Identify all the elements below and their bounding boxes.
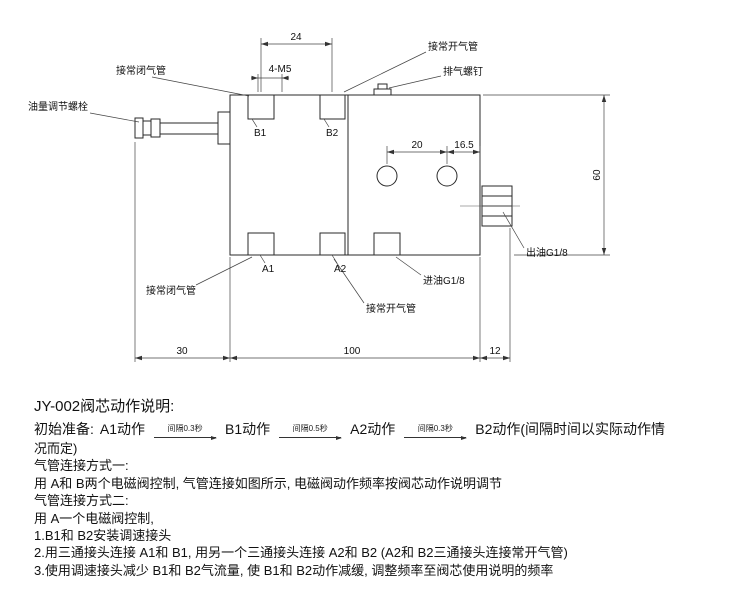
- interval-2: 间隔0.5秒: [279, 423, 343, 440]
- dim-100-label: 100: [344, 346, 361, 357]
- leader-oil-inlet: [395, 256, 422, 276]
- prep-wrap-line: 况而定): [34, 441, 78, 456]
- leader-oil-adjust: [89, 112, 140, 123]
- label-oil-outlet: 出油G1/8: [526, 246, 568, 259]
- drawing-texts: 24 4-M5 20 16.5 60 30 100 12 油量调节螺栓 接常闭气…: [28, 32, 603, 357]
- port-b1: [247, 94, 275, 120]
- leader-b2: [323, 118, 330, 128]
- interval-3: 间隔0.3秒: [404, 423, 468, 440]
- valve-body: [134, 83, 513, 256]
- label-exhaust-screw: 排气螺钉: [443, 65, 483, 78]
- label-no-pipe-top: 接常开气管: [428, 40, 478, 53]
- adjust-bolt-head: [134, 117, 144, 139]
- dim-24-lines: [260, 38, 333, 92]
- dim-20-165-lines: [386, 146, 481, 170]
- label-no-pipe-bottom: 接常开气管: [366, 302, 416, 315]
- right-arrow-icon: [404, 433, 468, 440]
- label-nc-pipe-bottom: 接常闭气管: [146, 284, 196, 297]
- leader-no-bottom: [333, 258, 365, 304]
- mount-hole-right: [436, 165, 458, 187]
- desc-line-method1-title: 气管连接方式一:: [34, 458, 129, 474]
- adjust-rod: [159, 122, 219, 135]
- prep-sequence: 初始准备: A1动作 间隔0.3秒 B1动作 间隔0.5秒 A2动作 间隔0.3…: [34, 419, 746, 440]
- adjust-flange: [217, 111, 231, 145]
- dim-4m5-lines: [251, 74, 289, 92]
- desc-line-step3: 3.使用调速接头减少 B1和 B2气流量, 使 B1和 B2动作减缓, 调整频率…: [34, 562, 554, 578]
- dim-12-label: 12: [489, 346, 501, 357]
- oil-inlet-port: [373, 232, 401, 256]
- action-b1: B1动作: [225, 421, 271, 437]
- interval-2-label: 间隔0.5秒: [292, 423, 328, 433]
- dim-bottom-lines: [134, 142, 511, 362]
- technical-drawing: 24 4-M5 20 16.5 60 30 100 12 油量调节螺栓 接常闭气…: [28, 32, 610, 362]
- dim-60-label: 60: [592, 169, 603, 181]
- action-b2: B2动作(间隔时间以实际动作情: [475, 421, 666, 437]
- leader-a1: [259, 254, 266, 264]
- prep-label: 初始准备:: [34, 421, 94, 437]
- dim-30-label: 30: [176, 346, 188, 357]
- action-description: JY-002阀芯动作说明: 初始准备: A1动作 间隔0.3秒 B1动作 间隔0…: [34, 397, 746, 579]
- oil-adjust-assembly: [134, 111, 231, 145]
- interval-1-label: 间隔0.3秒: [167, 423, 203, 433]
- adjust-bolt-nut: [150, 118, 161, 138]
- port-a2: [319, 232, 346, 256]
- leader-no-top: [343, 51, 427, 93]
- mount-hole-left: [376, 165, 398, 187]
- dim-24-label: 24: [290, 32, 302, 43]
- dim-60-lines: [483, 94, 610, 256]
- right-arrow-icon: [154, 433, 218, 440]
- dimension-arrows: [135, 41, 607, 361]
- label-port-a1: A1: [262, 264, 275, 275]
- desc-line-method2-title: 气管连接方式二:: [34, 493, 129, 509]
- desc-line-method2-body: 用 A一个电磁阀控制,: [34, 510, 154, 526]
- right-arrow-icon: [279, 433, 343, 440]
- label-port-b2: B2: [326, 128, 339, 139]
- exhaust-screw-base: [373, 88, 392, 96]
- leader-lines: [89, 51, 525, 304]
- port-a1: [247, 232, 275, 256]
- label-oil-adjust-bolt: 油量调节螺栓: [28, 100, 88, 113]
- action-a1: A1动作: [99, 421, 146, 437]
- dim-4m5-label: 4-M5: [269, 64, 292, 75]
- description-title: JY-002阀芯动作说明:: [34, 398, 175, 415]
- dim-20-label: 20: [411, 140, 423, 151]
- dim-165-label: 16.5: [454, 140, 474, 151]
- label-nc-pipe-top: 接常闭气管: [116, 64, 166, 77]
- adjust-bolt-washer: [142, 120, 152, 136]
- exhaust-screw-top: [377, 83, 388, 90]
- leader-oil-outlet: [502, 211, 525, 249]
- desc-line-step1: 1.B1和 B2安装调速接头: [34, 528, 172, 544]
- label-port-b1: B1: [254, 128, 267, 139]
- leader-b1: [251, 118, 258, 128]
- interval-3-label: 间隔0.3秒: [417, 423, 453, 433]
- leader-exhaust: [388, 75, 442, 89]
- action-a2: A2动作: [350, 421, 396, 437]
- port-b2: [319, 94, 346, 120]
- interval-1: 间隔0.3秒: [154, 423, 218, 440]
- desc-line-step2: 2.用三通接头连接 A1和 B1, 用另一个三通接头连接 A2和 B2 (A2和…: [34, 545, 568, 561]
- leader-nc-bottom: [195, 256, 253, 286]
- label-port-a2: A2: [334, 264, 347, 275]
- desc-line-method1-body: 用 A和 B两个电磁阀控制, 气管连接如图所示, 电磁阀动作频率按阀芯动作说明调…: [34, 475, 503, 491]
- label-oil-inlet: 进油G1/8: [423, 274, 465, 287]
- valve-body-outline: [229, 94, 481, 256]
- dimension-lines: [134, 38, 610, 362]
- leader-nc-top: [151, 76, 250, 97]
